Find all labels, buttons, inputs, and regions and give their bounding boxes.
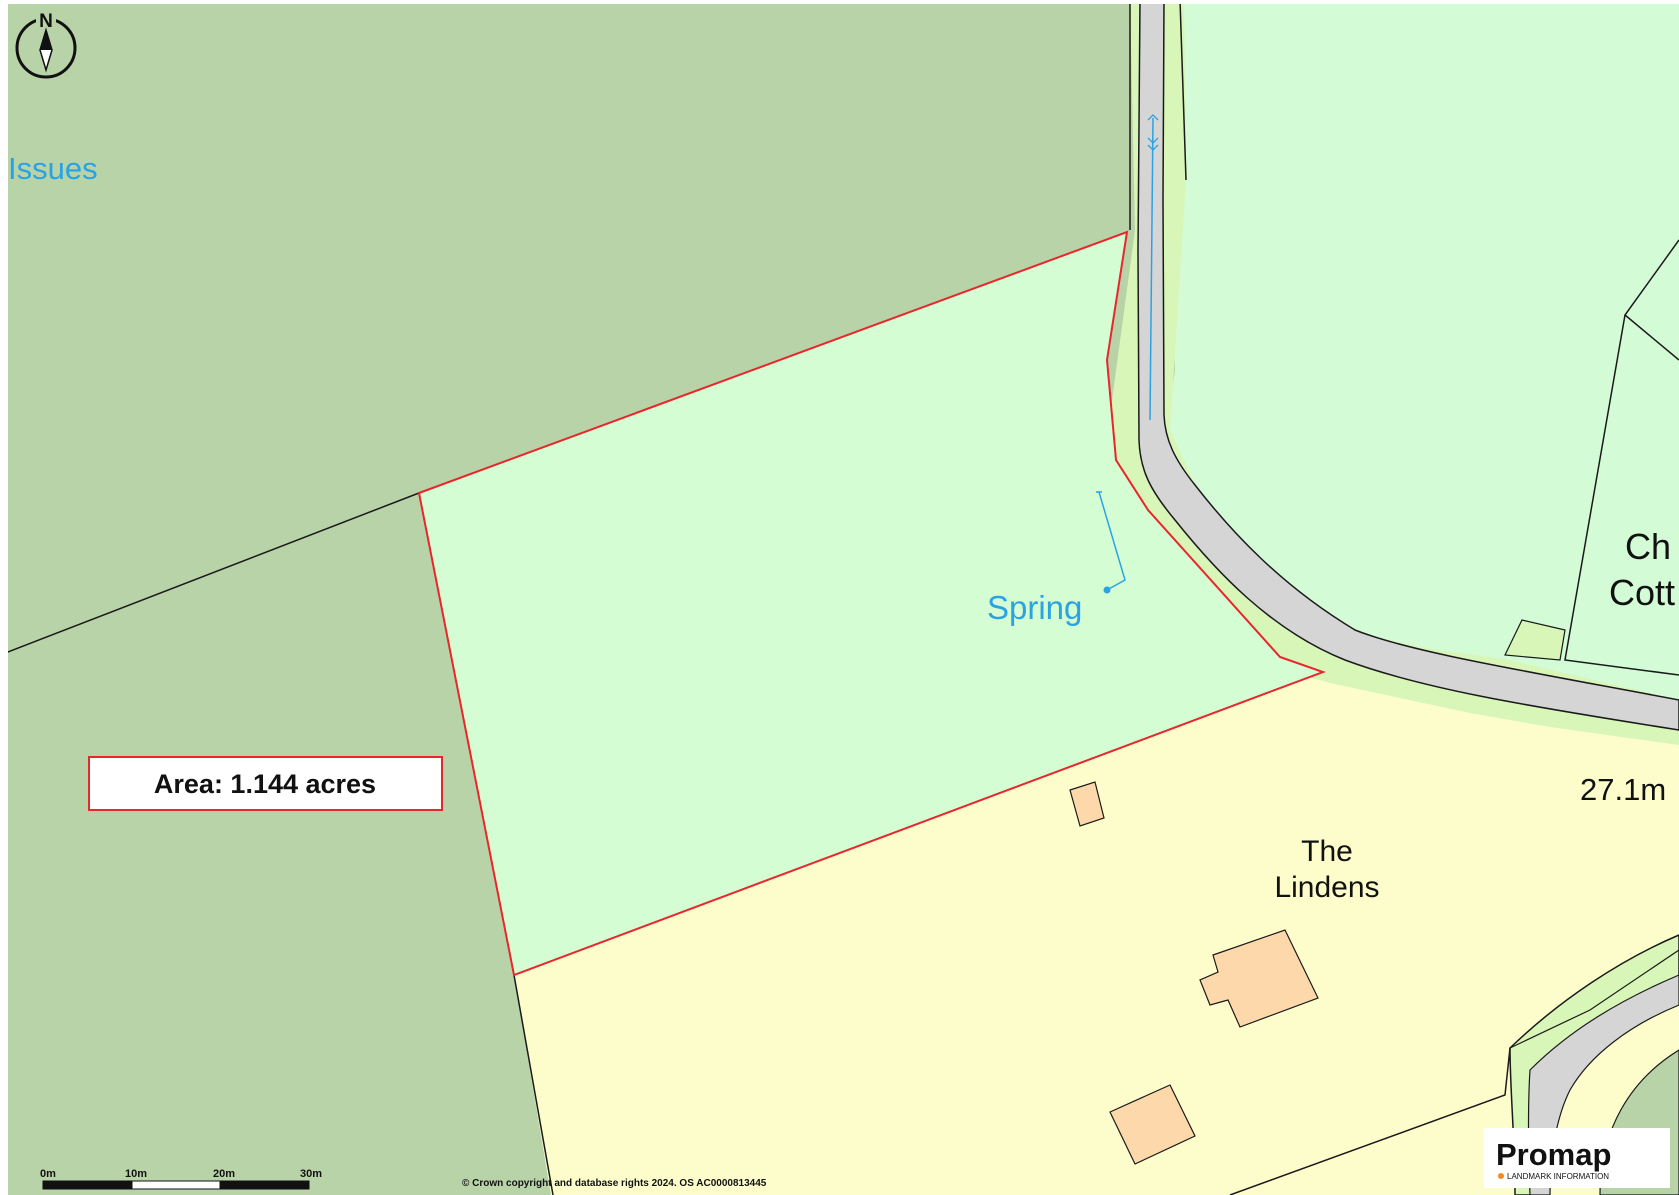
field-boundary xyxy=(1564,314,1679,676)
field-boundary xyxy=(1509,949,1679,1049)
scale-tick-label: 20m xyxy=(213,1168,235,1180)
map-frame-left xyxy=(0,0,8,1195)
area-box-text: Area: 1.144 acres xyxy=(154,769,376,799)
watercourse xyxy=(1149,117,1154,421)
north-arrow-letter: N xyxy=(39,11,53,32)
map-frame-top xyxy=(0,0,1679,4)
building-shed xyxy=(1069,781,1105,827)
site-boundary xyxy=(417,230,1326,977)
field-boundary xyxy=(0,492,420,656)
building-outbuilding xyxy=(1109,1084,1196,1165)
north-arrow-icon: N xyxy=(15,8,77,79)
scale-segment xyxy=(219,1180,310,1190)
field-boundary xyxy=(1229,1047,1511,1195)
garden-area xyxy=(514,672,1679,1195)
label-ch: Ch xyxy=(1625,526,1671,567)
label-lindens: Lindens xyxy=(1274,871,1379,904)
field-boundary xyxy=(513,974,554,1195)
building-house xyxy=(1199,929,1319,1028)
logo-tagline: LANDMARK INFORMATION xyxy=(1507,1172,1609,1181)
scale-tick-label: 0m xyxy=(40,1168,56,1180)
logo-dot-icon xyxy=(1498,1173,1504,1179)
grass-area xyxy=(1162,0,1679,723)
scale-bar: 0m 10m 20m 30m xyxy=(40,1168,322,1190)
flow-arrow-icon xyxy=(1147,114,1159,151)
logo-background xyxy=(1484,1128,1670,1188)
scale-tick-label: 10m xyxy=(125,1168,147,1180)
verge-patch xyxy=(1504,619,1566,661)
road xyxy=(1137,0,1679,731)
logo-name: Promap xyxy=(1496,1137,1611,1172)
field-boundary xyxy=(1179,0,1187,181)
scale-segment xyxy=(131,1180,221,1190)
label-the: The xyxy=(1301,835,1353,868)
scale-tick-label: 30m xyxy=(300,1168,322,1180)
scale-segment xyxy=(42,1180,133,1190)
spring-marker xyxy=(1103,586,1111,594)
area-box-frame xyxy=(88,756,443,811)
spring-line xyxy=(1096,491,1126,591)
north-arrow-gap xyxy=(36,8,56,30)
area-box: Area: 1.144 acres xyxy=(88,756,443,811)
label-cott: Cott xyxy=(1609,572,1675,613)
north-arrow-needle-dark xyxy=(40,30,52,50)
label-height: 27.1m xyxy=(1580,772,1666,807)
copyright-notice: © Crown copyright and database rights 20… xyxy=(462,1178,767,1189)
label-spring: Spring xyxy=(987,589,1082,626)
promap-logo: Promap LANDMARK INFORMATION xyxy=(1484,1128,1670,1188)
label-issues: Issues xyxy=(8,151,98,186)
selected-plot xyxy=(419,232,1323,975)
